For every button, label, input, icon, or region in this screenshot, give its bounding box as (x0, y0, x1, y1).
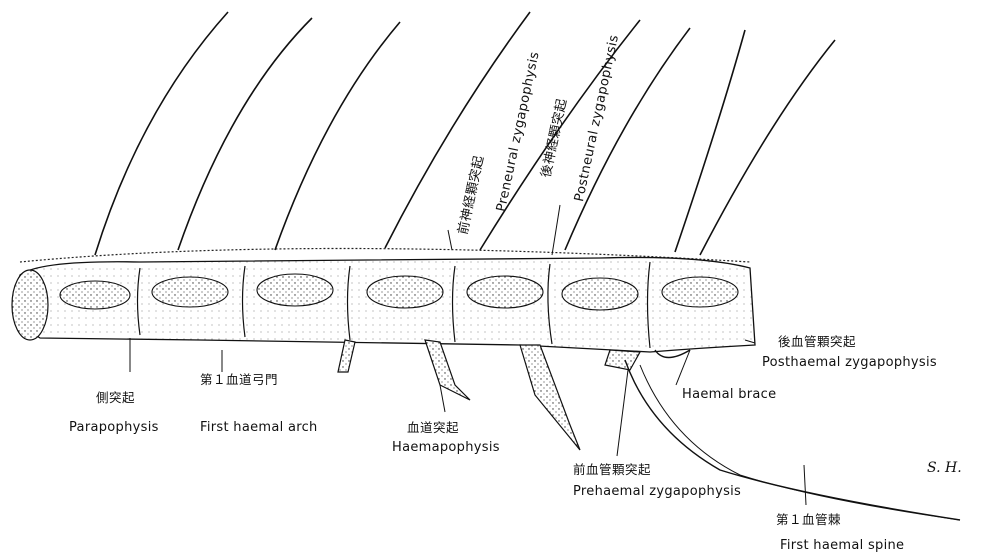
posthaemal-label-jp: 後血管顆突起 (778, 334, 856, 350)
first-haemal-spine-label-en: First haemal spine (780, 538, 904, 554)
haemapophyses (338, 340, 640, 450)
parapophysis-label-jp: 側突起 (96, 390, 135, 406)
column-end-cap (12, 270, 48, 340)
posthaemal-label-en: Posthaemal zygapophysis (762, 355, 937, 371)
first-haemal-spine-label-jp: 第１血管棘 (776, 512, 841, 528)
haemal-brace-label: Haemal brace (682, 387, 776, 403)
prehaemal-label-en: Prehaemal zygapophysis (573, 484, 741, 500)
first-haemal-arch-label-en: First haemal arch (200, 420, 318, 436)
haemapophysis-label-en: Haemapophysis (392, 440, 500, 456)
first-haemal-arch-label-jp: 第１血道弓門 (200, 372, 278, 388)
artist-signature: S. H. (927, 460, 962, 476)
prehaemal-label-jp: 前血管顆突起 (573, 462, 651, 478)
parapophysis-label-en: Parapophysis (69, 420, 159, 436)
haemapophysis-label-jp: 血道突起 (407, 420, 459, 436)
